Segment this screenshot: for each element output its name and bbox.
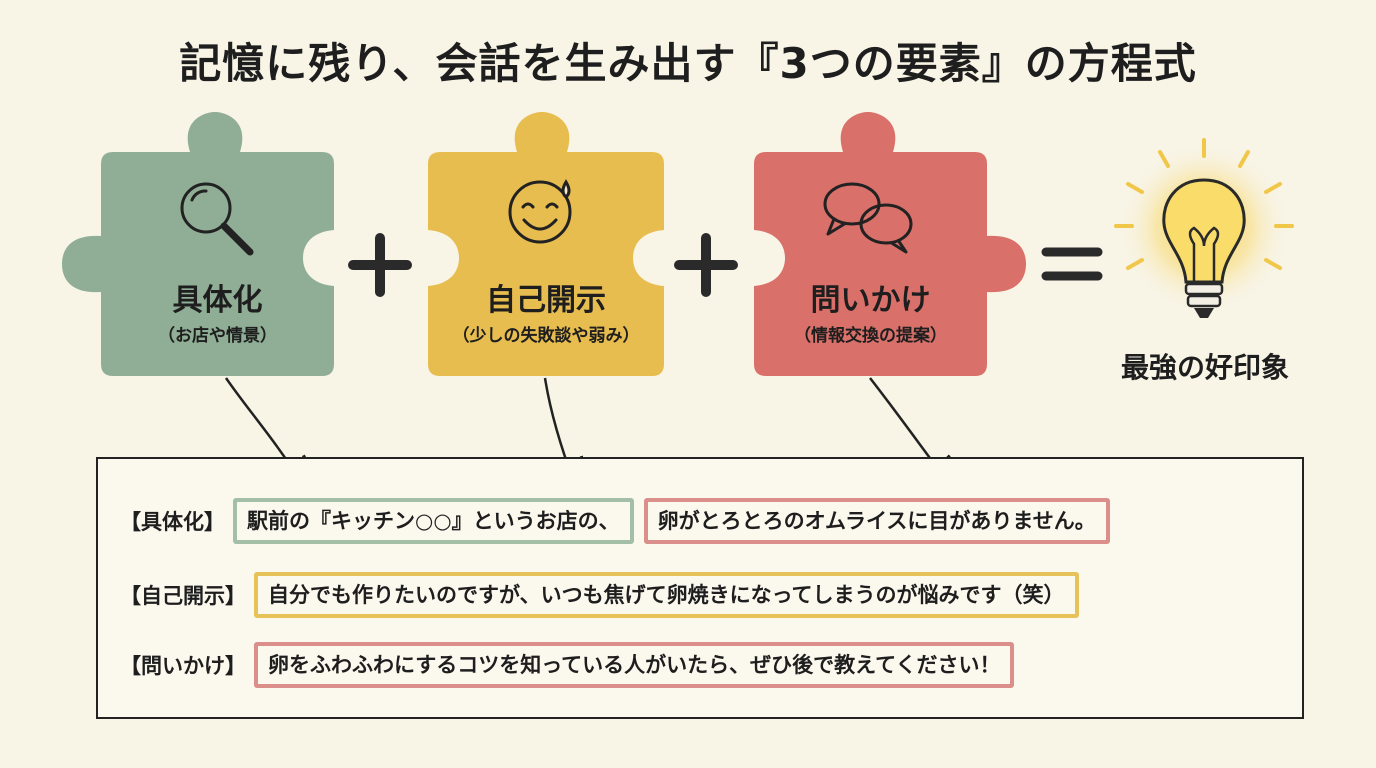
highlight-red: 卵がとろとろのオムライスに目がありません。 — [643, 498, 1110, 544]
plus-sign — [674, 233, 738, 297]
lightbulb-icon — [1114, 138, 1294, 318]
plus-sign — [348, 233, 412, 297]
example-row-question: 【問いかけ】 卵をふわふわにするコツを知っている人がいたら、ぜひ後で教えてくださ… — [120, 642, 1024, 688]
piece-title: 具体化 — [172, 283, 263, 318]
puzzle-piece-specific — [62, 112, 334, 376]
piece-title: 自己開示 — [486, 283, 606, 318]
puzzle-piece-self-disclosure — [428, 112, 664, 376]
equals-sign — [1041, 247, 1103, 281]
page-title: 記憶に残り、会話を生み出す『3つの要素』の方程式 — [179, 39, 1197, 88]
highlight-green: 駅前の『キッチン○○』というお店の、 — [233, 498, 634, 544]
magnifier-icon — [180, 182, 254, 256]
example-row-self-disclosure: 【自己開示】 自分でも作りたいのですが、いつも焦げて卵焼きになってしまうのが悩み… — [120, 572, 1089, 618]
piece-subtitle: （少しの失敗談や弱み） — [452, 326, 640, 346]
piece-subtitle: （情報交換の提案） — [794, 326, 947, 346]
piece-label-specific: 具体化 （お店や情景） — [101, 282, 334, 348]
piece-subtitle: （お店や情景） — [158, 326, 277, 346]
example-box: 【具体化】 駅前の『キッチン○○』というお店の、 卵がとろとろのオムライスに目が… — [96, 457, 1304, 719]
speech-bubbles-icon — [823, 182, 913, 254]
example-label: 【具体化】 — [120, 510, 225, 534]
piece-label-question: 問いかけ （情報交換の提案） — [754, 282, 987, 348]
highlight-red: 卵をふわふわにするコツを知っている人がいたら、ぜひ後で教えてください！ — [254, 642, 1015, 688]
example-row-specific: 【具体化】 駅前の『キッチン○○』というお店の、 卵がとろとろのオムライスに目が… — [120, 498, 1120, 544]
result-label: 最強の好印象 — [1120, 351, 1289, 384]
example-label: 【自己開示】 — [120, 584, 246, 608]
example-label: 【問いかけ】 — [120, 654, 246, 678]
highlight-yellow: 自分でも作りたいのですが、いつも焦げて卵焼きになってしまうのが悩みです（笑） — [254, 572, 1079, 618]
piece-label-self-disclosure: 自己開示 （少しの失敗談や弱み） — [428, 282, 664, 348]
smile-icon — [508, 179, 572, 244]
piece-title: 問いかけ — [810, 283, 931, 318]
